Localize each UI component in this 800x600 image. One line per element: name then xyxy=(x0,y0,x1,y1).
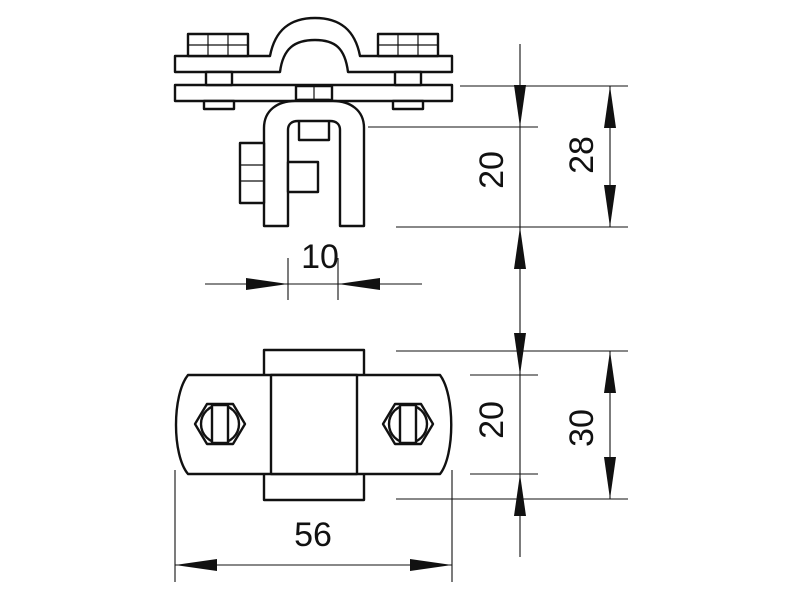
side-screw xyxy=(238,141,320,205)
u-bracket xyxy=(262,99,366,228)
dim-bottom-inner-height: 20 xyxy=(473,401,511,439)
dim-slot-width: 10 xyxy=(301,238,339,276)
dim-overall-width: 56 xyxy=(294,516,332,554)
dim-top-total-height: 28 xyxy=(563,136,601,174)
clamp-side-view xyxy=(173,16,454,228)
clamp-plan-view xyxy=(174,348,453,502)
dimension-labels: 20 28 10 20 30 56 xyxy=(294,136,601,554)
inner-strap xyxy=(269,373,359,476)
left-bolt xyxy=(186,32,250,111)
right-bolt xyxy=(376,32,440,111)
dimension-lines xyxy=(174,44,628,582)
dim-top-inner-height: 20 xyxy=(473,151,511,189)
left-hex-screw xyxy=(193,402,247,446)
dim-bottom-total-height: 30 xyxy=(563,409,601,447)
right-hex-screw xyxy=(381,402,435,446)
upper-plate xyxy=(173,16,454,74)
